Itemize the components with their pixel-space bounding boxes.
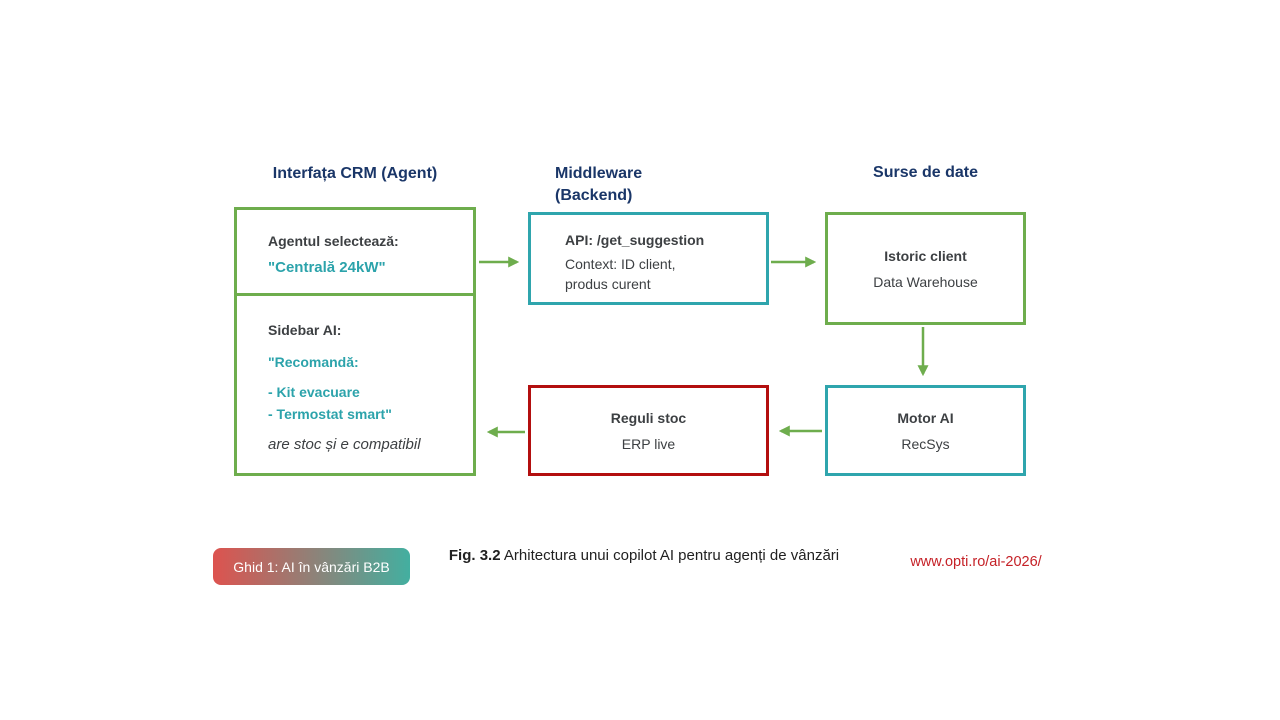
guide-badge: Ghid 1: AI în vânzări B2B	[213, 548, 410, 585]
figure-caption: Fig. 3.2 Arhitectura unui copilot AI pen…	[424, 545, 864, 566]
sidebar-ai-line2: - Kit evacuare	[268, 384, 360, 400]
column-header-crm: Interfața CRM (Agent)	[272, 165, 438, 182]
motor-ai-title: Motor AI	[897, 409, 954, 426]
motor-ai-box: Motor AI RecSys	[825, 385, 1026, 476]
website-link[interactable]: www.opti.ro/ai-2026/	[910, 554, 1042, 570]
sidebar-ai-title: Sidebar AI:	[268, 322, 342, 338]
api-box: API: /get_suggestion Context: ID client,…	[528, 212, 769, 305]
agent-select-box: Agentul selectează: "Centrală 24kW"	[234, 207, 476, 296]
istoric-client-title: Istoric client	[884, 247, 967, 264]
api-box-title: API: /get_suggestion	[565, 232, 705, 248]
sidebar-ai-line3: - Termostat smart"	[268, 406, 392, 422]
agent-select-title: Agentul selectează:	[268, 233, 399, 249]
reguli-stoc-title: Reguli stoc	[610, 409, 687, 426]
motor-ai-subtitle: RecSys	[901, 435, 950, 452]
reguli-stoc-subtitle: ERP live	[621, 435, 676, 452]
column-header-middleware-line2: (Backend)	[555, 187, 633, 204]
sidebar-ai-note: are stoc și e compatibil	[268, 436, 421, 453]
istoric-client-subtitle: Data Warehouse	[873, 273, 978, 290]
api-box-line1: Context: ID client,	[565, 256, 676, 272]
reguli-stoc-box: Reguli stoc ERP live	[528, 385, 769, 476]
figure-caption-number: Fig. 3.2	[448, 547, 501, 564]
sidebar-ai-line1: "Recomandă:	[268, 354, 359, 370]
sidebar-ai-box: Sidebar AI: "Recomandă: - Kit evacuare -…	[234, 293, 476, 476]
istoric-client-box: Istoric client Data Warehouse	[825, 212, 1026, 325]
api-box-line2: produs curent	[565, 276, 651, 292]
agent-select-value: "Centrală 24kW"	[268, 259, 386, 276]
column-header-middleware: Middleware (Backend)	[555, 163, 769, 207]
figure-caption-text: Arhitectura unui copilot AI pentru agenț…	[500, 547, 840, 564]
column-header-middleware-line1: Middleware	[555, 165, 643, 182]
column-header-sources: Surse de date	[873, 164, 978, 181]
